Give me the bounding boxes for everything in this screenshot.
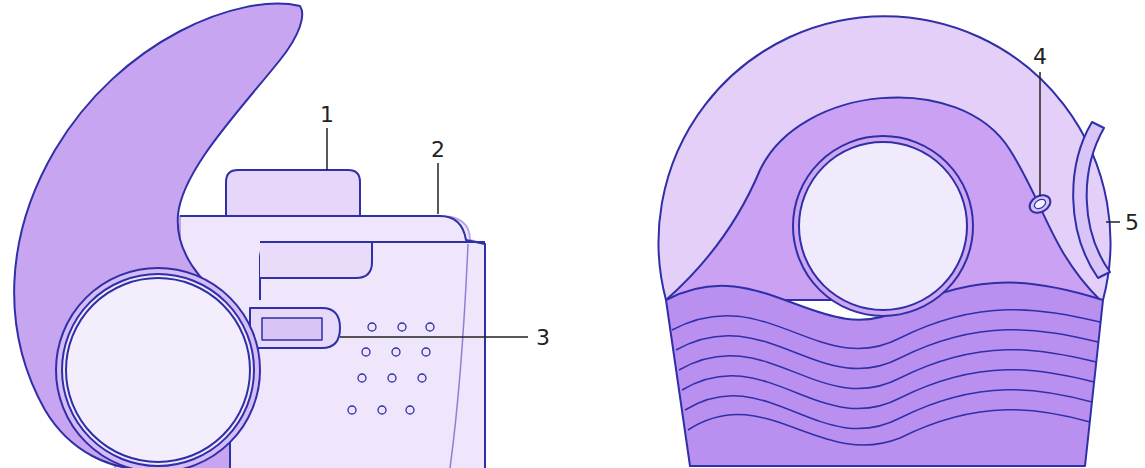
rim-line	[450, 244, 468, 468]
callout-number: 4	[1033, 46, 1047, 68]
callout-number: 2	[431, 139, 445, 161]
mouthpiece-face	[66, 278, 250, 462]
callout-number: 1	[320, 104, 334, 126]
slider-slot	[260, 242, 372, 278]
center-ring	[793, 136, 973, 316]
callout-number: 3	[536, 327, 550, 349]
cover-hook	[14, 4, 302, 468]
button-part	[226, 170, 360, 216]
inner-panel	[260, 242, 485, 300]
center-face	[799, 142, 967, 310]
callout-number: 5	[1125, 212, 1139, 234]
lever-part	[1073, 122, 1110, 278]
mouthpiece-ring-inner	[62, 274, 254, 466]
counter-hole-inner	[1033, 198, 1047, 211]
mouthpiece-ring	[56, 268, 260, 468]
window-part	[250, 308, 340, 348]
grip-lines	[672, 310, 1100, 445]
leader-lines	[327, 72, 1120, 337]
window-inner	[262, 318, 322, 340]
